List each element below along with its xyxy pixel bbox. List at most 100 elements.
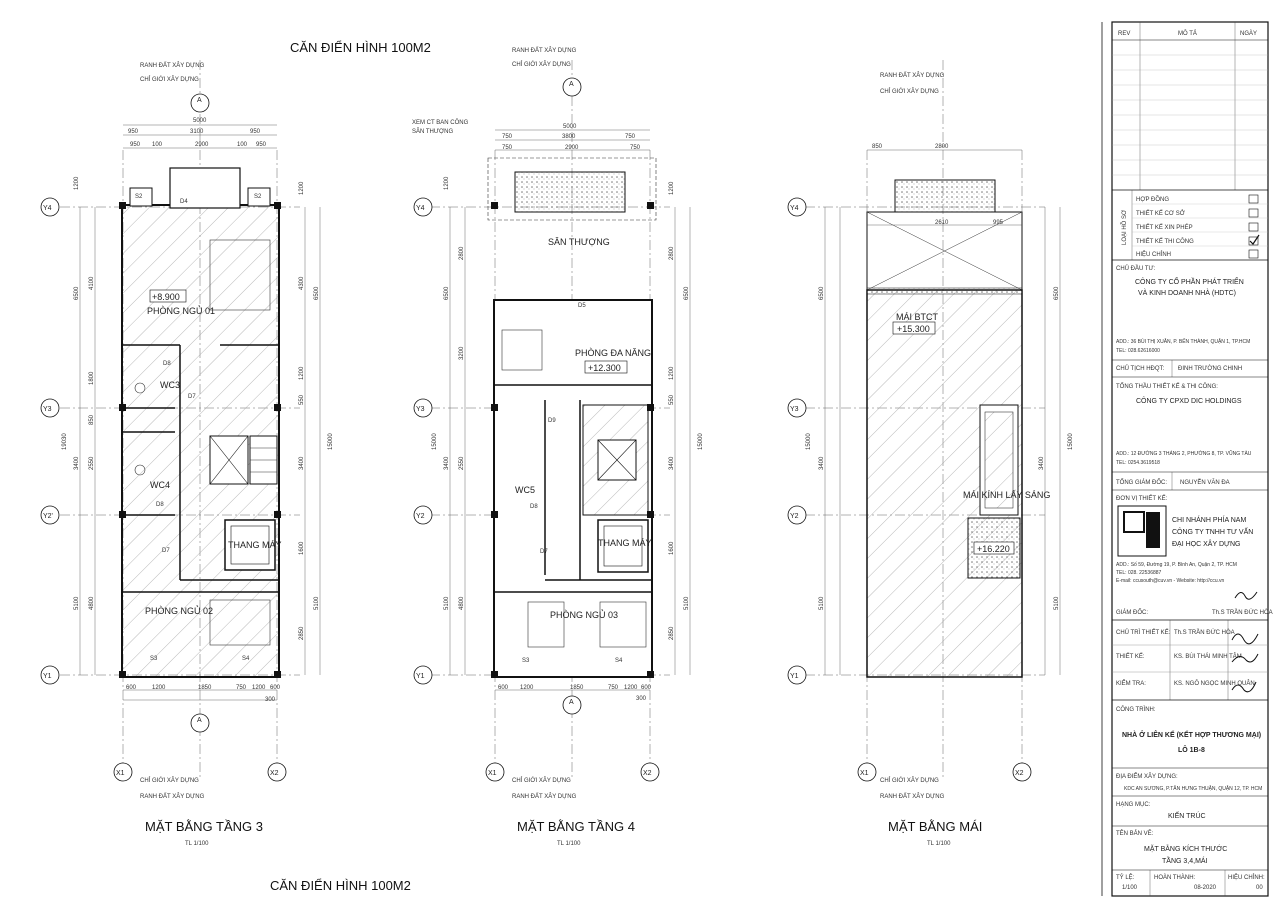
floor3-dim-bot-1: 1200 (152, 685, 166, 691)
floor3-dim-top-total: 5000 (193, 118, 207, 124)
project-lot: LÔ 1B-8 (1178, 745, 1205, 754)
revision-value: 00 (1256, 885, 1263, 891)
floor4-door-d5: D5 (578, 303, 586, 309)
floor3-section-bottom: A (197, 717, 202, 724)
roof-dim-right-2: 15000 (1068, 433, 1074, 450)
floor4-level: +12.300 (588, 363, 621, 373)
doc-type-checkbox-1[interactable] (1248, 194, 1259, 204)
floor3-dim-right-0: 1200 (299, 181, 305, 195)
floor3-title: MẶT BẰNG TẦNG 3 (145, 819, 263, 834)
doc-type-label: LOẠI HỒ SƠ (1121, 210, 1128, 245)
rev-header-desc: MÔ TẢ (1178, 30, 1197, 37)
floor4-title: MẶT BẰNG TẦNG 4 (517, 819, 635, 834)
floor3-dim-right-3: 1200 (299, 366, 305, 380)
floor4-dim-top-2: 3800 (562, 134, 576, 140)
roof-dim-left-0: 6500 (819, 286, 825, 300)
floor3-door-d7b: D7 (162, 548, 170, 554)
checker-name: KS. NGÔ NGỌC MINH QUÂN (1174, 680, 1255, 687)
floor3-dim-bot-2: 1850 (198, 685, 212, 691)
ceo-name: NGUYỄN VĂN ĐA (1180, 479, 1230, 486)
floor4-grid-y4: Y4 (416, 205, 425, 212)
doc-type-option-1: HỢP ĐỒNG (1136, 196, 1169, 203)
doc-type-checkbox-3[interactable] (1248, 222, 1259, 232)
design-unit-label: ĐƠN VỊ THIẾT KẾ: (1116, 495, 1168, 502)
roof-room-skylight: MÁI KÍNH LẤY SÁNG (963, 490, 1050, 500)
floor4-door-d9: D9 (548, 418, 556, 424)
floor3-room-elevator: THANG MÁY (228, 540, 282, 550)
floor4-dim-bot-0: 600 (498, 685, 509, 691)
floor3-dim-right-1: 4300 (299, 276, 305, 290)
floor3-room-wc3: WC3 (160, 380, 180, 390)
completed-label: HOÀN THÀNH: (1154, 874, 1196, 881)
floor4-tag-s3: S3 (522, 658, 530, 664)
floor3-dim-top-4: 950 (130, 142, 141, 148)
design-unit-email: E-mail: ccusouth@cuv.vn - Website: http:… (1116, 578, 1224, 584)
floor3-grid-y3: Y3 (43, 406, 52, 413)
floor4-dim-left-8: 5100 (444, 596, 450, 610)
roof-grid-y3: Y3 (790, 406, 799, 413)
rev-header-date: NGÀY (1240, 30, 1257, 37)
floor4-scale: TL 1/100 (557, 841, 581, 847)
floor4-label-ranh-dat-bottom: RANH ĐẤT XÂY DỰNG (512, 793, 577, 800)
floor3-level: +8.900 (152, 292, 180, 302)
floor3-tag-s3: S3 (150, 656, 158, 662)
floor3-dim-left-3: 1800 (89, 371, 95, 385)
doc-type-option-2: THIẾT KẾ CƠ SỞ (1136, 210, 1185, 217)
floor4-dim-top-0: 5000 (563, 124, 577, 130)
floor4-dim-right-6: 15000 (698, 433, 704, 450)
project-label: CÔNG TRÌNH: (1116, 706, 1156, 713)
drawing-title-1: MẶT BẰNG KÍCH THƯỚC (1144, 844, 1227, 853)
design-unit-tel: TEL: 028. 22536887 (1116, 570, 1162, 576)
doc-type-checkbox-2[interactable] (1248, 208, 1259, 218)
floor3-tag-s2b: S2 (254, 194, 262, 200)
roof-grid-y4: Y4 (790, 205, 799, 212)
floor4-dim-right-3: 1200 (669, 366, 675, 380)
floor3-dim-top-2: 3100 (190, 129, 204, 135)
floor4-dim-right-5: 3400 (669, 456, 675, 470)
roof-room-concrete: MÁI BTCT (896, 312, 939, 322)
category: KIẾN TRÚC (1168, 810, 1206, 820)
floor3-label-ranh-dat-bottom: RANH ĐẤT XÂY DỰNG (140, 793, 205, 800)
floor3-dim-top-7: 100 (237, 142, 248, 148)
floor4-dim-top-4: 750 (502, 145, 513, 151)
floor4-dim-left-5: 15000 (432, 433, 438, 450)
floor3-scale: TL 1/100 (185, 841, 209, 847)
doc-type-checkbox-4[interactable] (1248, 236, 1259, 246)
roof-level: +15.300 (897, 324, 930, 334)
location-label: ĐỊA ĐIỂM XÂY DỰNG: (1116, 773, 1178, 780)
doc-type-option-5: HIỆU CHỈNH (1136, 250, 1171, 258)
floor3-tag-s2a: S2 (135, 194, 143, 200)
roof-level-2: +16.220 (977, 544, 1010, 554)
roof-dim-left-2: 15000 (806, 433, 812, 450)
floor4-room-elevator: THANG MÁY (598, 538, 652, 548)
floor4-dim-bot-5: 600 (641, 685, 652, 691)
roof-grid-y2: Y2 (790, 513, 799, 520)
sheet-title-bottom: CĂN ĐIỂN HÌNH 100M2 (270, 878, 411, 893)
design-unit-name-3: ĐẠI HỌC XÂY DỰNG (1172, 539, 1240, 548)
floor3-grid-x1: X1 (116, 770, 125, 777)
roof-label-ranh-dat-bottom: RANH ĐẤT XÂY DỰNG (880, 793, 945, 800)
roof-dim-left-1: 3400 (819, 456, 825, 470)
roof-grid-x2: X2 (1015, 770, 1024, 777)
floor3-dim-top-6: 2900 (195, 142, 209, 148)
floor4-dim-right-0: 1200 (669, 181, 675, 195)
floor3-label-chi-gioi-bottom: CHỈ GIỚI XÂY DỰNG (140, 777, 199, 784)
signature-director (1234, 591, 1258, 600)
contractor-tel: TEL: 0254.3619518 (1116, 460, 1160, 466)
floor3-dim-left-5: 3400 (74, 456, 80, 470)
floor3-dim-bot-4: 1200 (252, 685, 266, 691)
roof-dim-top-3: 995 (993, 220, 1004, 226)
director-name: Th.S TRẦN ĐỨC HÒA (1212, 609, 1273, 616)
floor4-grid-x2: X2 (643, 770, 652, 777)
investor-tel: TEL: 028.62616000 (1116, 348, 1160, 354)
completed-value: 08-2020 (1194, 885, 1217, 891)
floor4-dim-top-6: 750 (630, 145, 641, 151)
floor3-dim-left-1: 6500 (74, 286, 80, 300)
floor3-dim-top-1: 950 (128, 129, 139, 135)
floor4-dim-right-8: 2850 (669, 626, 675, 640)
floor4-label-san-thuong-ref: SÂN THƯỢNG (412, 128, 453, 135)
floor4-section-top: A (569, 81, 574, 88)
doc-type-checkbox-5[interactable] (1248, 249, 1259, 259)
floor4-dim-top-1: 750 (502, 134, 513, 140)
